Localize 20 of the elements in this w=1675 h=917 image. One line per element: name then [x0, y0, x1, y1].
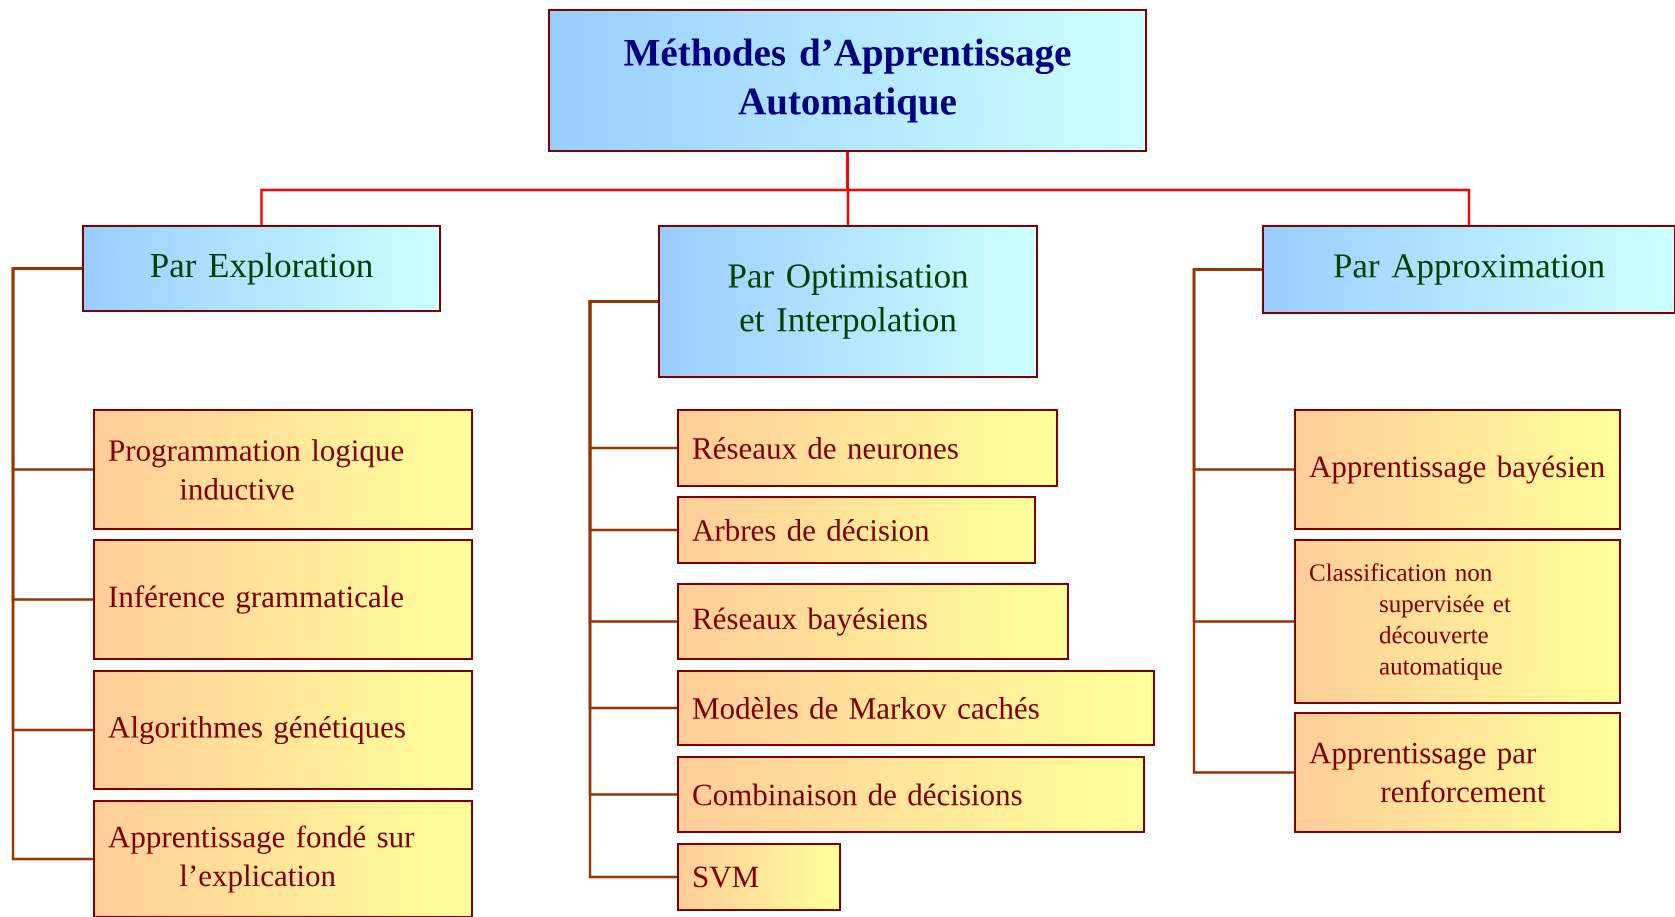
method-box: Inférence grammaticale [93, 539, 473, 660]
method-box: Programmation logique inductive [93, 409, 473, 530]
method-box: Algorithmes génétiques [93, 670, 473, 790]
method-box: Apprentissage fondé sur l’explication [93, 800, 473, 917]
method-box: Combinaison de décisions [677, 756, 1145, 833]
connector-line [1192, 268, 1294, 774]
method-box: Apprentissage bayésien [1294, 409, 1621, 530]
method-box: SVM [677, 843, 841, 911]
title-box: Méthodes d’Apprentissage Automatique [548, 9, 1147, 152]
category-box: Par Approximation [1262, 225, 1675, 314]
method-box: Réseaux bayésiens [677, 583, 1069, 660]
method-box: Arbres de décision [677, 496, 1036, 564]
method-box: Modèles de Markov cachés [677, 670, 1155, 746]
connector-line [846, 152, 1471, 225]
method-box: Réseaux de neurones [677, 409, 1058, 487]
method-box: Classification non supervisée et découverte automatique [1294, 539, 1621, 704]
category-box: Par Exploration [82, 225, 441, 312]
category-box: Par Optimisation et Interpolation [658, 225, 1038, 378]
method-box: Apprentissage par renforcement [1294, 712, 1621, 833]
connector-line [11, 267, 93, 861]
